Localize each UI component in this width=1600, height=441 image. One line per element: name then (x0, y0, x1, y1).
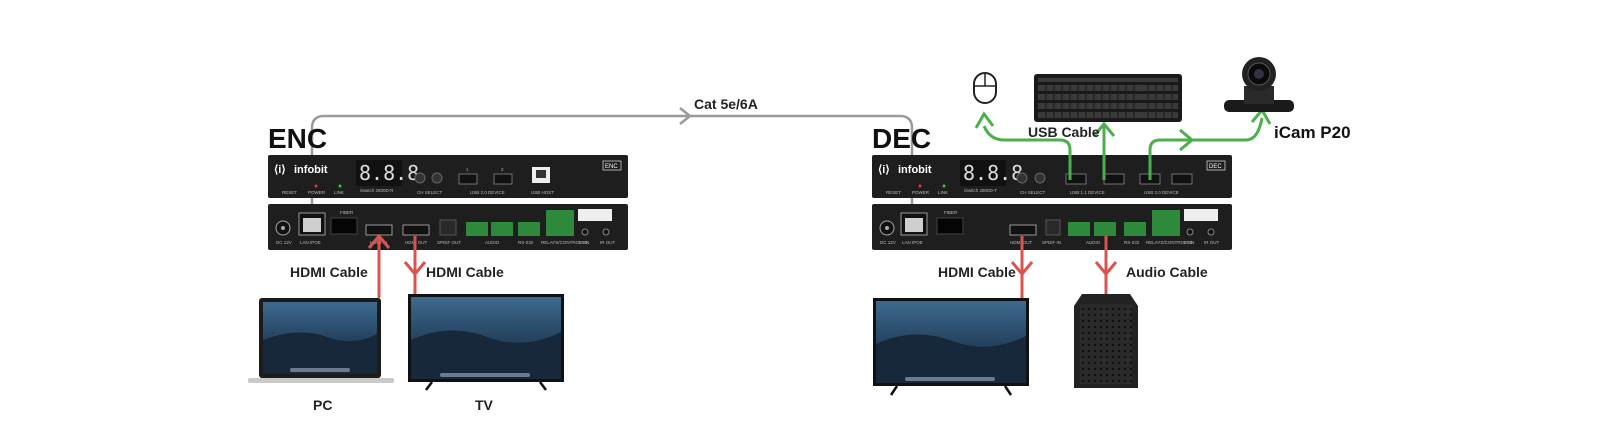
tv-icon (408, 294, 564, 391)
svg-text:RESET: RESET (282, 190, 297, 195)
tv-icon (873, 298, 1029, 396)
svg-text:LAN IPOE: LAN IPOE (902, 240, 923, 245)
enc-hdmi-in-label: HDMI Cable (290, 264, 368, 280)
decoder-rear-panel: DC 12V LAN IPOE FIBER HDMI OUT SPDIF IN … (872, 204, 1232, 250)
svg-text:POWER: POWER (912, 190, 930, 195)
svg-text:SPDIF OUT: SPDIF OUT (437, 240, 461, 245)
svg-text:LINK: LINK (938, 190, 948, 195)
svg-text:AUDIO: AUDIO (1086, 240, 1101, 245)
svg-text:RELAYS/CONTROL IO: RELAYS/CONTROL IO (541, 240, 588, 245)
network-cable (310, 114, 914, 220)
dec-audio-label: Audio Cable (1126, 264, 1208, 280)
laptop-icon (248, 298, 394, 383)
svg-text:DC 12V: DC 12V (880, 240, 896, 245)
ptz-camera-icon (1224, 57, 1294, 112)
decoder-brand: infobit (898, 164, 932, 176)
infobit-logo-icon: ⟨i⟩ (878, 164, 890, 176)
svg-text:IR IN: IR IN (579, 240, 589, 245)
svg-text:AUDIO: AUDIO (485, 240, 500, 245)
svg-text:USB HOST: USB HOST (531, 190, 554, 195)
svg-text:USB 1.1 DEVICE: USB 1.1 DEVICE (1070, 190, 1105, 195)
decoder-front-panel: ⟨i⟩ infobit RESET POWER LINK 8.8.8 iSwit… (872, 155, 1232, 198)
hdmi-cable-dec-to-tv (1010, 236, 1034, 298)
network-cable-label: Cat 5e/6A (694, 96, 758, 112)
dec-hdmi-out-label: HDMI Cable (938, 264, 1016, 280)
infobit-logo-icon: ⟨i⟩ (274, 164, 286, 176)
encoder-badge: ENC (605, 164, 618, 170)
svg-text:RELAYS/CONTROL IO: RELAYS/CONTROL IO (1146, 240, 1193, 245)
tv-label: TV (475, 397, 494, 413)
usb-cable-label: USB Cable (1028, 124, 1100, 140)
mouse-icon (973, 72, 997, 104)
network-arrow (679, 107, 693, 125)
svg-text:POWER: POWER (308, 190, 326, 195)
svg-text:LINK: LINK (334, 190, 344, 195)
encoder-title: ENC (268, 123, 327, 154)
svg-text:FIBER: FIBER (944, 210, 958, 215)
speaker-icon (1074, 294, 1138, 388)
decoder-model: iSwitch 2800D-T (964, 188, 997, 193)
svg-text:CH SELECT: CH SELECT (417, 190, 443, 195)
enc-hdmi-out-label: HDMI Cable (426, 264, 504, 280)
encoder-front-panel: ⟨i⟩ infobit RESET POWER LINK 8.8.8 iSwit… (268, 155, 628, 198)
svg-text:RS-232: RS-232 (1124, 240, 1140, 245)
svg-text:CH SELECT: CH SELECT (1020, 190, 1046, 195)
camera-label: iCam P20 (1274, 123, 1351, 142)
usb-cable-keyboard (1092, 121, 1116, 180)
svg-text:IR IN: IR IN (1184, 240, 1194, 245)
svg-text:LAN IPOE: LAN IPOE (300, 240, 321, 245)
decoder-display: 8.8.8 (963, 161, 1023, 185)
svg-text:SPDIF IN: SPDIF IN (1042, 240, 1061, 245)
decoder-title: DEC (872, 123, 931, 154)
svg-text:DC 12V: DC 12V (276, 240, 292, 245)
svg-text:1: 1 (466, 167, 469, 172)
keyboard-icon (1034, 74, 1182, 122)
svg-text:2: 2 (501, 167, 504, 172)
encoder-brand: infobit (294, 164, 328, 176)
encoder-rear-panel: DC 12V LAN IPOE FIBER HDMI IN HDMI OUT S… (268, 204, 628, 250)
hdmi-cable-enc-to-tv (403, 236, 427, 294)
svg-text:RS-232: RS-232 (518, 240, 534, 245)
svg-text:IR OUT: IR OUT (1204, 240, 1220, 245)
encoder-display: 8.8.8 (359, 161, 419, 185)
svg-text:⟨i⟩: ⟨i⟩ (878, 164, 890, 176)
audio-cable-dec-to-speaker (1094, 236, 1118, 294)
decoder-badge: DEC (1209, 164, 1222, 170)
encoder-model: iSwitch 2800D-R (360, 188, 394, 193)
svg-text:IR OUT: IR OUT (600, 240, 616, 245)
usb-cable-mouse (974, 111, 1072, 180)
svg-text:USB 2.0 DEVICE: USB 2.0 DEVICE (470, 190, 505, 195)
pc-label: PC (313, 397, 332, 413)
svg-text:RESET: RESET (886, 190, 901, 195)
svg-text:USB 2.0 DEVICE: USB 2.0 DEVICE (1144, 190, 1179, 195)
svg-text:FIBER: FIBER (340, 210, 354, 215)
hdmi-cable-pc-to-enc (367, 233, 391, 298)
svg-text:⟨i⟩: ⟨i⟩ (274, 164, 286, 176)
